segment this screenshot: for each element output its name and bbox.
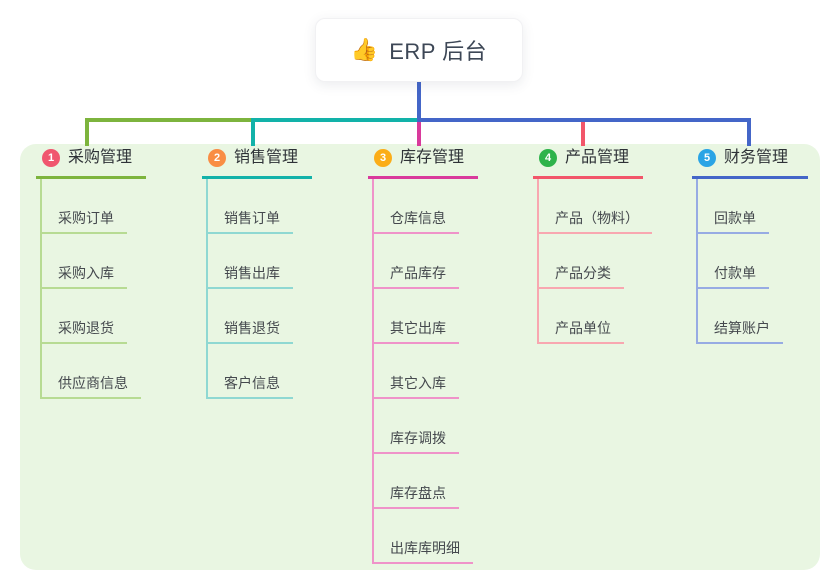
branch-number-badge: 3 [374, 149, 392, 167]
child-node[interactable]: 库存调拨 [374, 399, 459, 454]
branch-label: 财务管理 [724, 149, 789, 166]
branch-children: 回款单 付款单 结算账户 [696, 179, 808, 344]
branch-inventory: 3 库存管理 仓库信息 产品库存 其它出库 其它入库 库存调拨 库存盘点 出库库… [368, 148, 478, 564]
connector-drop-finance [747, 118, 751, 146]
branch-children: 产品（物料） 产品分类 产品单位 [537, 179, 652, 344]
branch-product: 4 产品管理 产品（物料） 产品分类 产品单位 [533, 148, 652, 344]
connector-drop-product [581, 122, 585, 146]
root-title: ERP 后台 [389, 39, 488, 64]
child-node[interactable]: 付款单 [698, 234, 769, 289]
child-node[interactable]: 产品（物料） [539, 179, 652, 234]
connector-drop-purchase [85, 118, 89, 146]
branch-label: 采购管理 [68, 149, 133, 166]
branch-sales: 2 销售管理 销售订单 销售出库 销售退货 客户信息 [202, 148, 312, 399]
branch-header-sales[interactable]: 2 销售管理 [202, 148, 312, 179]
branch-number-badge: 1 [42, 149, 60, 167]
branch-purchase: 1 采购管理 采购订单 采购入库 采购退货 供应商信息 [36, 148, 146, 399]
branch-number-badge: 2 [208, 149, 226, 167]
connector-root-drop [417, 82, 421, 120]
thumbs-up-icon: 👍 [350, 37, 379, 62]
branch-children: 仓库信息 产品库存 其它出库 其它入库 库存调拨 库存盘点 出库库明细 [372, 179, 478, 564]
child-node[interactable]: 出库库明细 [374, 509, 473, 564]
child-node[interactable]: 产品分类 [539, 234, 624, 289]
child-node[interactable]: 仓库信息 [374, 179, 459, 234]
branch-header-product[interactable]: 4 产品管理 [533, 148, 643, 179]
child-node[interactable]: 采购订单 [42, 179, 127, 234]
child-node[interactable]: 产品库存 [374, 234, 459, 289]
child-node[interactable]: 库存盘点 [374, 454, 459, 509]
child-node[interactable]: 客户信息 [208, 344, 293, 399]
connector-drop-inventory [417, 122, 421, 146]
child-node[interactable]: 回款单 [698, 179, 769, 234]
branches-panel [20, 144, 820, 570]
child-node[interactable]: 产品单位 [539, 289, 624, 344]
child-node[interactable]: 销售订单 [208, 179, 293, 234]
connector-drop-sales [251, 118, 255, 146]
child-node[interactable]: 其它出库 [374, 289, 459, 344]
connector-bus-sales [251, 118, 419, 122]
branch-header-purchase[interactable]: 1 采购管理 [36, 148, 146, 179]
child-node[interactable]: 销售退货 [208, 289, 293, 344]
child-node[interactable]: 供应商信息 [42, 344, 141, 399]
child-node[interactable]: 结算账户 [698, 289, 783, 344]
branch-number-badge: 4 [539, 149, 557, 167]
branch-children: 采购订单 采购入库 采购退货 供应商信息 [40, 179, 146, 399]
branch-header-inventory[interactable]: 3 库存管理 [368, 148, 478, 179]
connector-bus-finance [417, 118, 751, 122]
child-node[interactable]: 销售出库 [208, 234, 293, 289]
root-node[interactable]: 👍 ERP 后台 [315, 18, 523, 82]
branch-label: 产品管理 [565, 149, 630, 166]
branch-children: 销售订单 销售出库 销售退货 客户信息 [206, 179, 312, 399]
child-node[interactable]: 采购入库 [42, 234, 127, 289]
branch-number-badge: 5 [698, 149, 716, 167]
child-node[interactable]: 采购退货 [42, 289, 127, 344]
branch-label: 库存管理 [400, 149, 465, 166]
branch-label: 销售管理 [234, 149, 299, 166]
connector-bus-purchase [85, 118, 255, 122]
branch-header-finance[interactable]: 5 财务管理 [692, 148, 808, 179]
branch-finance: 5 财务管理 回款单 付款单 结算账户 [692, 148, 808, 344]
child-node[interactable]: 其它入库 [374, 344, 459, 399]
